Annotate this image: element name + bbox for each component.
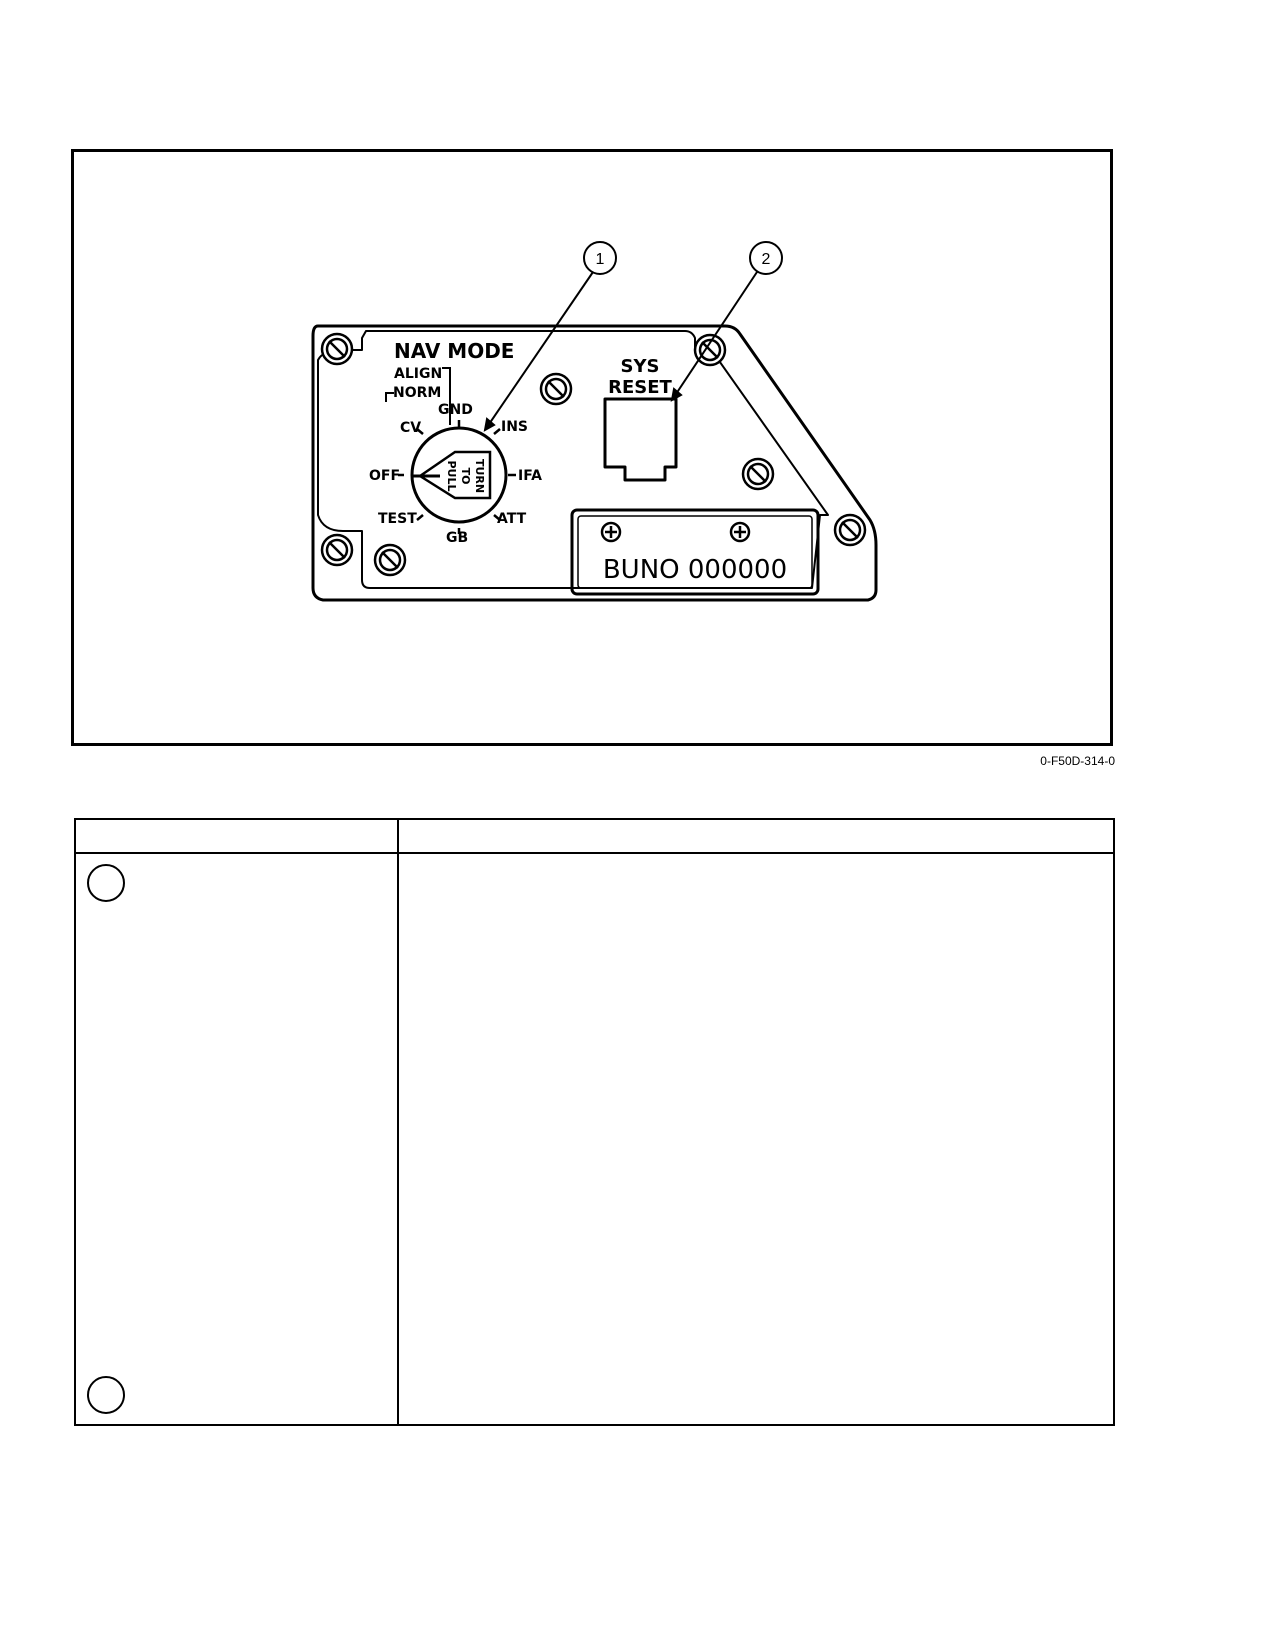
screw-icon bbox=[729, 521, 751, 543]
row-marker-1 bbox=[87, 864, 125, 902]
controls-table bbox=[74, 818, 1115, 1426]
position-off: OFF bbox=[369, 468, 400, 484]
knob-text-turn: TURN bbox=[473, 459, 486, 493]
screw-icon bbox=[741, 457, 775, 491]
sys-reset-button bbox=[603, 397, 678, 482]
panel-title: NAV MODE bbox=[394, 339, 514, 363]
row-marker-2 bbox=[87, 1376, 125, 1414]
screw-icon bbox=[600, 521, 622, 543]
figure-id: 0-F50D-314-0 bbox=[1040, 754, 1115, 768]
position-att: ATT bbox=[497, 511, 527, 527]
nav-mode-selector-knob bbox=[385, 367, 516, 534]
callout-1-label: 1 bbox=[596, 251, 605, 268]
screw-icon bbox=[320, 533, 354, 567]
buno-plate-text: BUNO 000000 bbox=[603, 555, 787, 585]
panel-screws bbox=[320, 332, 867, 577]
position-align: ALIGN bbox=[394, 366, 442, 382]
callout-1-circle bbox=[583, 241, 617, 275]
screw-icon bbox=[320, 332, 354, 366]
callout-2-label: 2 bbox=[762, 251, 771, 268]
buno-plate bbox=[570, 508, 820, 596]
knob-text-pull: PULL bbox=[445, 460, 458, 491]
screw-icon bbox=[373, 543, 407, 577]
position-gb: GB bbox=[446, 530, 468, 546]
screw-icon bbox=[539, 372, 573, 406]
figure-frame bbox=[71, 149, 1113, 746]
reset-label-line2: RESET bbox=[608, 377, 672, 398]
inner-plate bbox=[317, 330, 829, 589]
column-divider bbox=[397, 820, 399, 1424]
knob-text-to: TO bbox=[459, 468, 472, 485]
position-ins: INS bbox=[501, 419, 528, 435]
position-norm: NORM bbox=[393, 385, 441, 401]
table-header-row bbox=[76, 820, 1113, 854]
panel-outline bbox=[311, 324, 878, 602]
screw-icon bbox=[693, 333, 727, 367]
position-gnd: GND bbox=[438, 402, 473, 418]
position-ifa: IFA bbox=[518, 468, 542, 484]
screw-icon bbox=[833, 513, 867, 547]
nav-mode-panel-illustration: NAV MODE ALIGN NORM CV GND INS OFF IFA T… bbox=[311, 241, 878, 602]
position-test: TEST bbox=[378, 511, 417, 527]
reset-label-line1: SYS bbox=[621, 356, 660, 377]
callout-2-circle bbox=[749, 241, 783, 275]
position-cv: CV bbox=[400, 420, 421, 436]
callouts bbox=[483, 241, 783, 432]
